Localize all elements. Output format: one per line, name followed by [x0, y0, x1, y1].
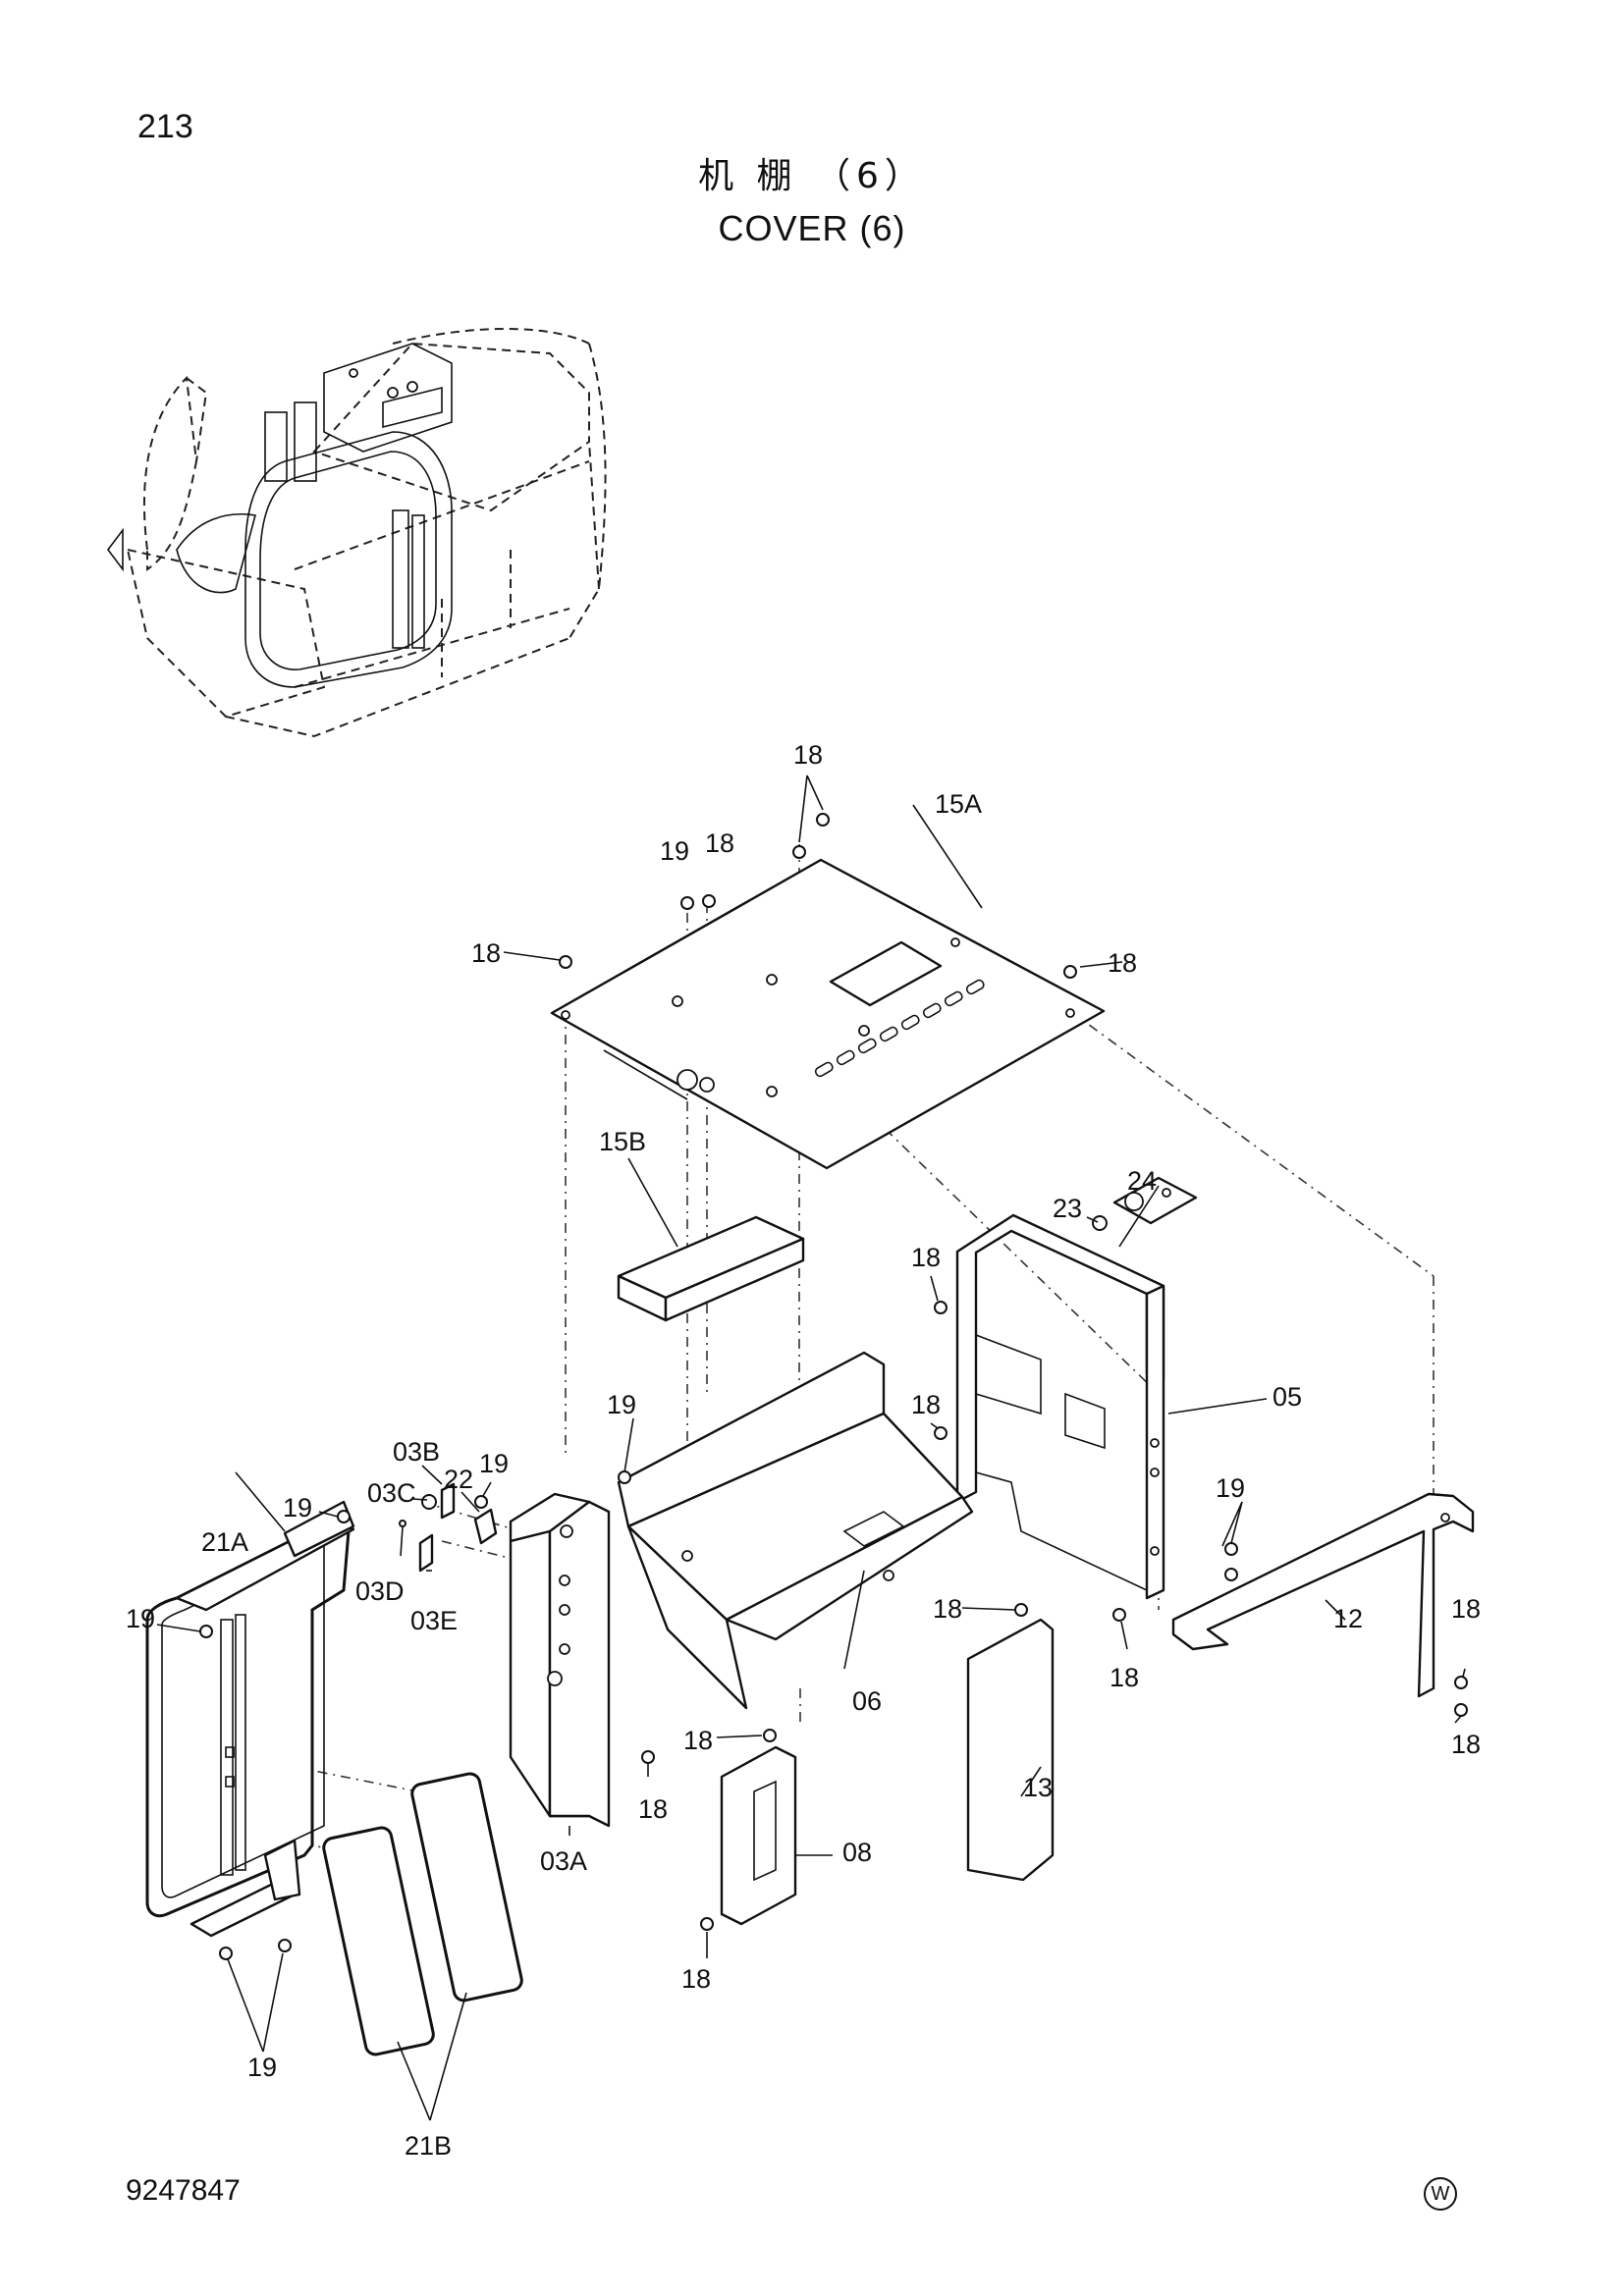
callout-18-bracket-bottom: 18 — [681, 1964, 711, 1994]
callout-18-top-2: 18 — [705, 828, 734, 858]
title-chinese: 机 棚 （6） — [698, 156, 926, 196]
callout-23: 23 — [1053, 1194, 1082, 1223]
corner-mark: W — [1424, 2177, 1457, 2211]
part-15A-top-cover — [550, 858, 1106, 1170]
part-13-plate — [966, 1618, 1055, 1882]
callout-03A: 03A — [540, 1846, 587, 1876]
callout-08: 08 — [842, 1838, 872, 1867]
callout-labels: 18 15A 19 18 18 18 15B 24 23 18 18 05 19… — [126, 740, 1481, 2161]
part-21B-cushions — [322, 1772, 523, 2056]
callout-19-bottom: 19 — [247, 2053, 277, 2082]
callout-18-right: 18 — [1108, 948, 1137, 978]
callout-05: 05 — [1272, 1382, 1302, 1412]
callout-22: 22 — [444, 1465, 473, 1494]
callout-18-plate: 18 — [1110, 1663, 1139, 1692]
callout-19-stay: 19 — [1216, 1473, 1245, 1503]
machine-overview-sketch — [107, 328, 607, 738]
callout-21B: 21B — [405, 2131, 452, 2161]
callout-18-frame-mid: 18 — [911, 1390, 941, 1419]
callout-19-frame: 19 — [126, 1604, 155, 1633]
callout-03E: 03E — [410, 1606, 458, 1635]
callout-15A: 15A — [935, 789, 982, 819]
bolt-markers — [219, 813, 1468, 1960]
title-english: COVER (6) — [718, 208, 906, 248]
callout-19-left: 19 — [283, 1493, 312, 1522]
callout-19-panel: 19 — [607, 1390, 636, 1419]
callout-15B: 15B — [599, 1127, 646, 1156]
callout-13: 13 — [1023, 1773, 1053, 1802]
leader-lines — [156, 774, 1466, 2121]
callout-18-panel-bottom: 18 — [638, 1794, 668, 1824]
callout-18-frame-top: 18 — [911, 1243, 941, 1272]
part-05-frame — [955, 1213, 1165, 1600]
callout-18-stay-bottom: 18 — [1451, 1730, 1481, 1759]
callout-03D: 03D — [355, 1576, 405, 1606]
page-number: 213 — [137, 108, 193, 145]
callout-19-small: 19 — [479, 1449, 509, 1478]
part-06-tray — [617, 1351, 974, 1710]
small-fittings — [199, 1482, 498, 1638]
callout-18-left: 18 — [471, 938, 501, 968]
part-21A-seat-frame — [145, 1500, 355, 1938]
part-12-stay — [1171, 1492, 1475, 1698]
callout-03B: 03B — [393, 1437, 440, 1467]
part-08-bracket — [720, 1745, 797, 1926]
callout-18-top: 18 — [793, 740, 823, 770]
part-15B-pad — [617, 1215, 805, 1322]
drawing-number: 9247847 — [126, 2174, 241, 2207]
callout-18-bracket-top: 18 — [683, 1726, 713, 1755]
callout-12: 12 — [1333, 1604, 1363, 1633]
title-block: 机 棚 （6） COVER (6) — [0, 147, 1624, 249]
callout-19-top: 19 — [660, 836, 689, 866]
callout-21A: 21A — [201, 1527, 248, 1557]
part-03A-side-panel — [509, 1492, 611, 1828]
callout-03C: 03C — [367, 1478, 416, 1508]
callout-18-tray: 18 — [933, 1594, 962, 1624]
callout-24: 24 — [1127, 1166, 1157, 1196]
callout-06: 06 — [852, 1686, 882, 1716]
callout-18-stay-top: 18 — [1451, 1594, 1481, 1624]
